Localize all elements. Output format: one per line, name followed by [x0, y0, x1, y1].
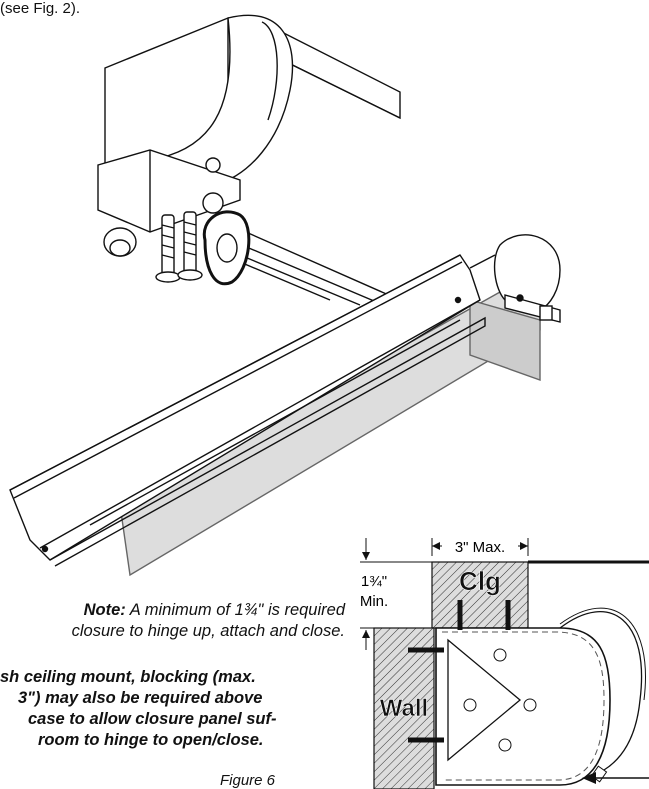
dimension-height-label-1: 1¾" [361, 573, 387, 590]
note-line-2: closure to hinge up, attach and close. [71, 622, 345, 640]
mount-section-diagram [360, 538, 649, 789]
ceiling-block [431, 561, 529, 629]
wall-block [373, 627, 435, 789]
bracket-detail-drawing [97, 14, 401, 314]
figure-caption: Figure 6 [220, 772, 276, 789]
flush-mount-paragraph: sh ceiling mount, blocking (max. 3") may… [0, 667, 330, 751]
note-line-1: A minimum of 1¾" is required [125, 601, 345, 619]
dimension-width-label: 3" Max. [455, 539, 505, 556]
note-paragraph: Note: A minimum of 1¾" is required closu… [0, 600, 345, 642]
flush-line-4: room to hinge to open/close. [38, 731, 264, 749]
wall-label: Wall [380, 695, 428, 722]
flush-line-3: case to allow closure panel suf- [28, 710, 277, 728]
ceiling-label: Clg [459, 566, 501, 596]
flush-line-1: sh ceiling mount, blocking (max. [0, 668, 256, 686]
flush-line-2: 3") may also be required above [18, 689, 263, 707]
top-fragment-text: (see Fig. 2). [0, 0, 81, 17]
headrail-assembly-drawing [9, 234, 561, 577]
dimension-height-label-2: Min. [360, 593, 388, 610]
note-label: Note: [83, 601, 126, 619]
